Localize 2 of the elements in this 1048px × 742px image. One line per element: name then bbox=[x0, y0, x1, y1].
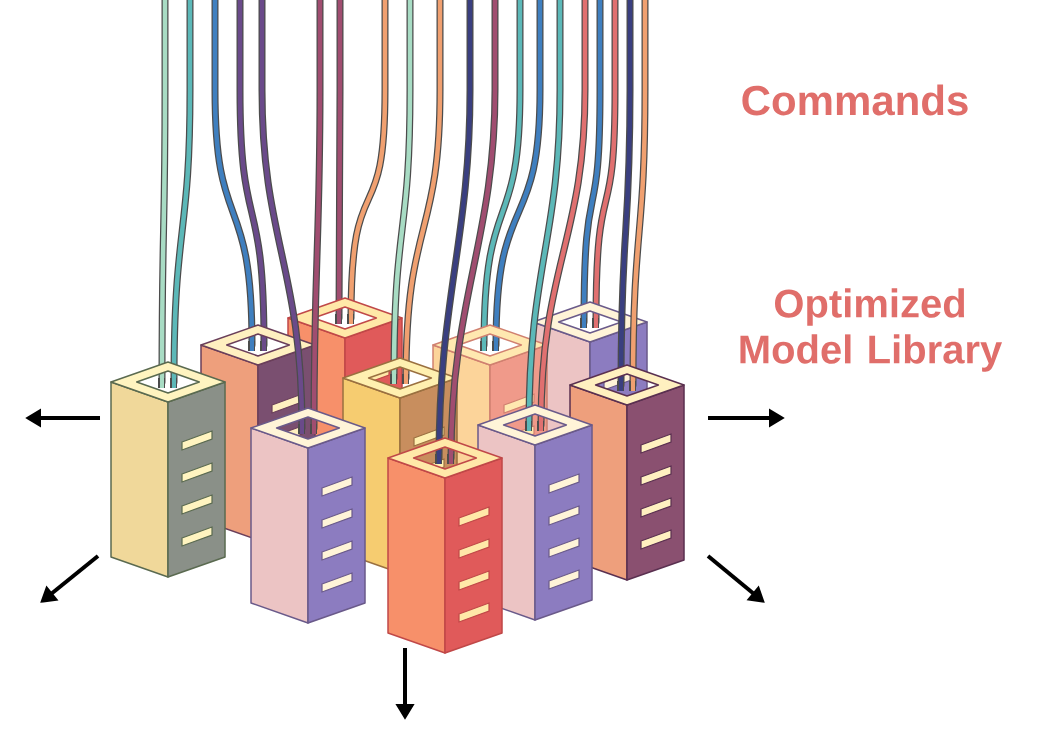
heading: Commands bbox=[742, 84, 968, 116]
heading: Optimized Model Library bbox=[740, 288, 1003, 372]
